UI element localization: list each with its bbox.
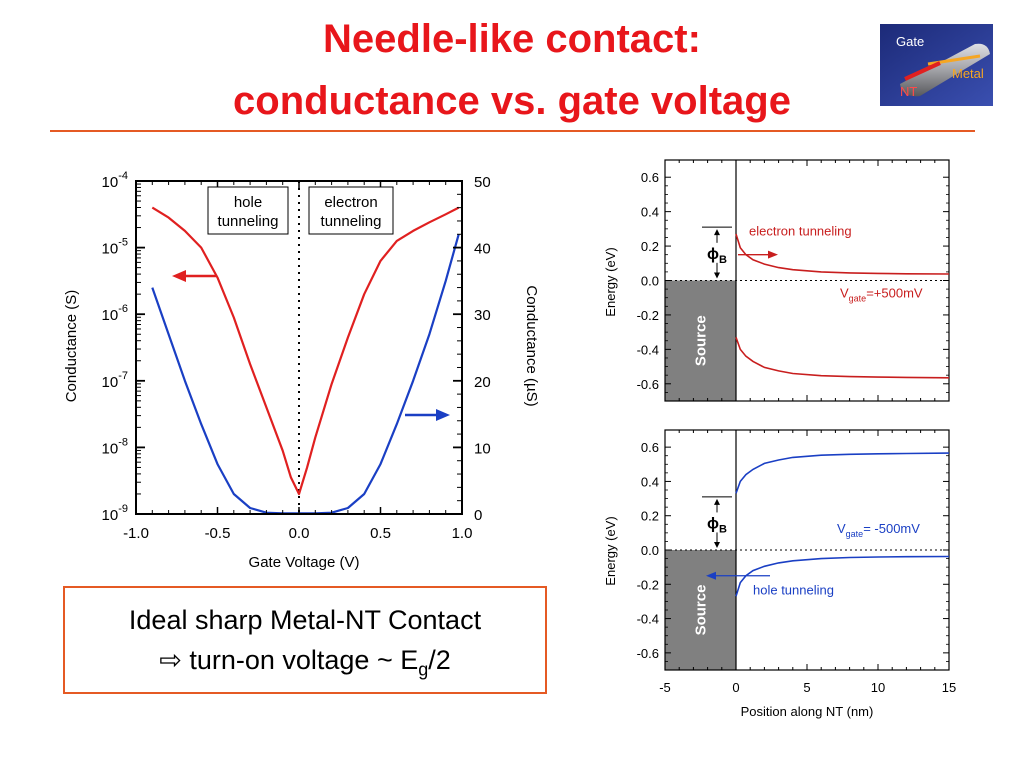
title-divider	[50, 130, 975, 132]
main-x-tick-label: -0.5	[205, 525, 231, 542]
top-tunneling-arrowhead-icon	[768, 250, 778, 259]
bottom-tunneling-arrowhead-icon	[706, 571, 716, 580]
top-y-tick-label: -0.6	[637, 377, 659, 392]
main-x-tick-label: -1.0	[123, 525, 149, 542]
metal-label: Metal	[952, 66, 984, 81]
main-x-tick-label: 0.0	[289, 525, 310, 542]
main-left-tick-label: 10-8	[102, 436, 128, 457]
main-left-tick-label: 10-7	[102, 370, 128, 391]
top-barrier-arrowhead-up-icon	[714, 229, 720, 236]
electron-annotation-line2: tunneling	[321, 213, 382, 230]
bottom-source-label: Source	[693, 585, 710, 636]
gate-label: Gate	[896, 34, 924, 49]
bottom-y-tick-label: -0.2	[637, 577, 659, 592]
main-right-tick-label: 20	[474, 374, 491, 391]
top-y-axis-label: Energy (eV)	[603, 247, 618, 316]
main-right-tick-label: 0	[474, 507, 482, 524]
nt-label: NT	[900, 84, 917, 99]
main-right-tick-label: 30	[474, 307, 491, 324]
top-source-block	[665, 280, 736, 401]
top-y-tick-label: 0.4	[641, 205, 659, 220]
nanotube	[904, 61, 941, 81]
top-phi-label-bg	[704, 242, 730, 263]
bottom-x-tick-label: 0	[732, 680, 739, 695]
callout-arrow-icon: ⇨	[159, 645, 182, 675]
bottom-phi-label-bg	[704, 512, 730, 533]
bottom-y-tick-label: 0.0	[641, 543, 659, 558]
bottom-tunneling-label: hole tunneling	[753, 583, 834, 598]
bottom-x-tick-label: 10	[871, 680, 885, 695]
top-y-tick-label: 0.0	[641, 274, 659, 289]
bottom-source-block	[665, 550, 736, 670]
top-gate-voltage-label: Vgate=+500mV	[840, 286, 923, 304]
main-left-tick-label: 10-4	[102, 170, 128, 191]
top-y-tick-label: -0.2	[637, 308, 659, 323]
top-y-tick-label: 0.6	[641, 170, 659, 185]
hole-annotation-line2: tunneling	[218, 213, 279, 230]
bottom-phi-b-label: ϕB	[707, 515, 727, 535]
top-valence-band-curve	[735, 337, 950, 379]
bottom-valence-band-curve	[735, 555, 950, 597]
main-left-tick-label: 10-9	[102, 503, 128, 524]
red-conductance-curve	[151, 206, 460, 496]
bottom-barrier-arrowhead-down-icon	[714, 542, 720, 548]
electron-annotation-box	[308, 186, 394, 235]
bottom-x-tick-label: 15	[942, 680, 956, 695]
bottom-x-axis-label: Position along NT (nm)	[741, 704, 874, 719]
top-barrier-arrowhead-down-icon	[714, 272, 720, 279]
bottom-y-axis-label: Energy (eV)	[603, 516, 618, 585]
top-tunneling-label: electron tunneling	[749, 224, 852, 239]
top-y-tick-label: -0.4	[637, 342, 659, 357]
bottom-barrier-arrowhead-up-icon	[714, 498, 720, 505]
hole-annotation-box	[207, 186, 289, 235]
bottom-y-tick-label: -0.6	[637, 646, 659, 661]
callout-line2-end: /2	[428, 645, 451, 675]
bottom-gate-voltage-label: Vgate= -500mV	[837, 521, 920, 539]
bottom-y-tick-label: 0.4	[641, 474, 659, 489]
callout-subscript: g	[418, 659, 429, 680]
bottom-x-tick-label: 5	[803, 680, 810, 695]
bottom-conduction-band-curve	[735, 452, 950, 494]
slide-title-line1: Needle-like contact:	[323, 17, 701, 61]
main-x-tick-label: 0.5	[370, 525, 391, 542]
main-right-tick-label: 40	[474, 241, 491, 258]
callout-line2: ⇨ turn-on voltage ~ Eg/2	[65, 640, 545, 689]
bottom-y-tick-label: 0.2	[641, 509, 659, 524]
summary-callout: Ideal sharp Metal-NT Contact ⇨ turn-on v…	[63, 586, 547, 694]
top-source-label: Source	[693, 315, 710, 366]
top-conduction-band-curve	[735, 233, 950, 275]
main-right-axis-label: Conductance (µS)	[523, 285, 540, 406]
left-axis-arrowhead-icon	[172, 270, 186, 282]
main-right-tick-label: 10	[474, 440, 491, 457]
main-x-axis-label: Gate Voltage (V)	[249, 554, 360, 571]
hole-annotation-line1: hole	[234, 194, 262, 211]
callout-line1: Ideal sharp Metal-NT Contact	[128, 605, 482, 635]
electron-annotation-line1: electron	[324, 194, 377, 211]
main-left-tick-label: 10-6	[102, 303, 128, 324]
contact-schematic: Gate Metal NT	[880, 24, 993, 106]
top-y-tick-label: 0.2	[641, 239, 659, 254]
main-left-tick-label: 10-5	[102, 237, 128, 258]
top-phi-b-label: ϕB	[707, 246, 727, 266]
right-axis-arrowhead-icon	[436, 409, 450, 421]
main-left-axis-label: Conductance (S)	[63, 290, 80, 403]
bottom-y-tick-label: -0.4	[637, 612, 659, 627]
bottom-x-tick-label: -5	[659, 680, 671, 695]
bottom-y-tick-label: 0.6	[641, 440, 659, 455]
slide-title-line2: conductance vs. gate voltage	[233, 79, 791, 123]
main-right-tick-label: 50	[474, 174, 491, 191]
main-x-tick-label: 1.0	[452, 525, 473, 542]
callout-line2-text: turn-on voltage ~ E	[181, 645, 419, 675]
